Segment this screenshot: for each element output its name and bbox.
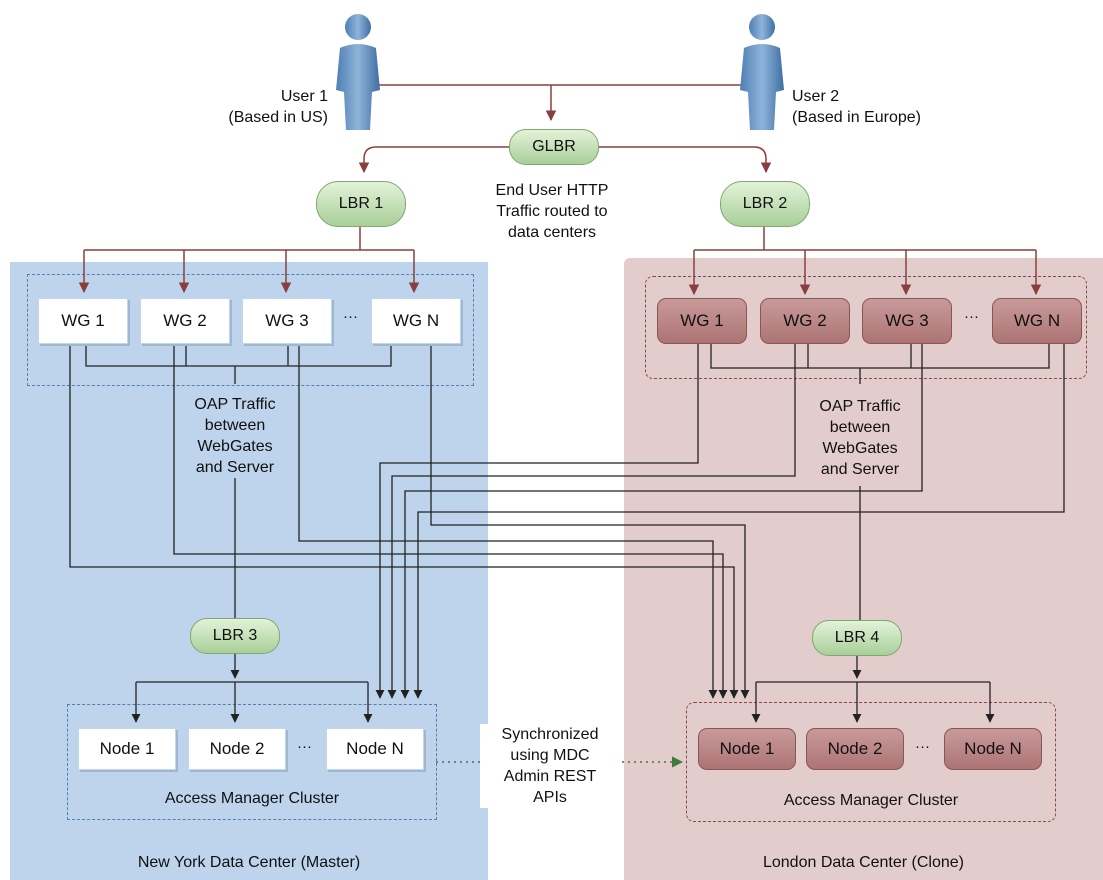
glbr-note-line: End User HTTP <box>495 182 609 199</box>
london-lbr-bottom: LBR 4 <box>812 620 902 656</box>
user-2-name: User 2 <box>792 88 840 105</box>
london-data-center-panel <box>624 258 1103 880</box>
ny-cluster-label: Access Manager Cluster <box>164 790 340 807</box>
ny-lbr-top: LBR 1 <box>316 181 406 227</box>
new-york-data-center-panel <box>10 262 488 880</box>
user-1-icon <box>336 14 380 130</box>
glbr-note: End User HTTP Traffic routed to data cen… <box>462 180 642 243</box>
ny-node-ellipsis: ··· <box>297 738 312 755</box>
london-oap-note-line: and Server <box>820 461 900 478</box>
glbr-note-line: data centers <box>507 224 597 241</box>
ny-data-center-label: New York Data Center (Master) <box>137 854 361 871</box>
ny-lbr-bottom: LBR 3 <box>190 618 280 654</box>
london-oap-note-line: OAP Traffic <box>819 398 901 415</box>
ny-webgate-n: WG N <box>371 298 461 344</box>
sync-note-line: Synchronized <box>501 726 599 743</box>
user-1-location: (Based in US) <box>228 109 328 126</box>
london-node-ellipsis: ··· <box>915 738 930 755</box>
london-oap-note: OAP Traffic between WebGates and Server <box>785 396 935 480</box>
sync-note-line: Admin REST <box>503 768 597 785</box>
london-webgate-n: WG N <box>992 298 1082 344</box>
user-2-icon <box>740 14 784 130</box>
ny-webgate-group <box>27 274 474 386</box>
london-webgate-group <box>645 276 1087 379</box>
london-oap-note-line: between <box>829 419 891 436</box>
ny-oap-note-line: and Server <box>195 459 275 476</box>
glbr-node: GLBR <box>509 129 599 165</box>
user-2-label: User 2 (Based in Europe) <box>792 86 972 128</box>
london-cluster-label: Access Manager Cluster <box>783 792 959 809</box>
london-node-1: Node 1 <box>698 728 796 770</box>
user-1-label: User 1 (Based in US) <box>190 86 328 128</box>
ny-webgate-3: WG 3 <box>242 298 332 344</box>
ny-node-1: Node 1 <box>78 728 176 770</box>
oap-traffic-lines <box>69 344 1065 723</box>
ny-node-2: Node 2 <box>188 728 286 770</box>
ny-oap-note-line: WebGates <box>197 438 273 455</box>
sync-note-line: APIs <box>533 789 567 806</box>
ny-node-n: Node N <box>326 728 424 770</box>
london-webgate-1: WG 1 <box>657 298 747 344</box>
london-data-center-label: London Data Center (Clone) <box>762 854 964 871</box>
user-1-name: User 1 <box>280 88 328 105</box>
ny-oap-note-line: OAP Traffic <box>194 396 276 413</box>
http-traffic-lines <box>78 84 1042 296</box>
sync-note-line: using MDC <box>510 747 590 764</box>
london-cluster-group <box>686 702 1056 822</box>
london-webgate-3: WG 3 <box>862 298 952 344</box>
ny-webgate-2: WG 2 <box>140 298 230 344</box>
user-2-location: (Based in Europe) <box>792 109 921 126</box>
ny-oap-note: OAP Traffic between WebGates and Server <box>160 394 310 478</box>
london-webgate-2: WG 2 <box>760 298 850 344</box>
london-node-2: Node 2 <box>806 728 904 770</box>
london-oap-note-line: WebGates <box>822 440 898 457</box>
london-node-n: Node N <box>944 728 1042 770</box>
glbr-note-line: Traffic routed to <box>496 203 608 220</box>
ny-webgate-1: WG 1 <box>38 298 128 344</box>
london-webgate-ellipsis: ··· <box>964 308 979 325</box>
ny-oap-note-line: between <box>204 417 266 434</box>
london-lbr-top: LBR 2 <box>720 181 810 227</box>
sync-note: Synchronized using MDC Admin REST APIs <box>480 724 620 808</box>
ny-webgate-ellipsis: ··· <box>343 308 358 325</box>
